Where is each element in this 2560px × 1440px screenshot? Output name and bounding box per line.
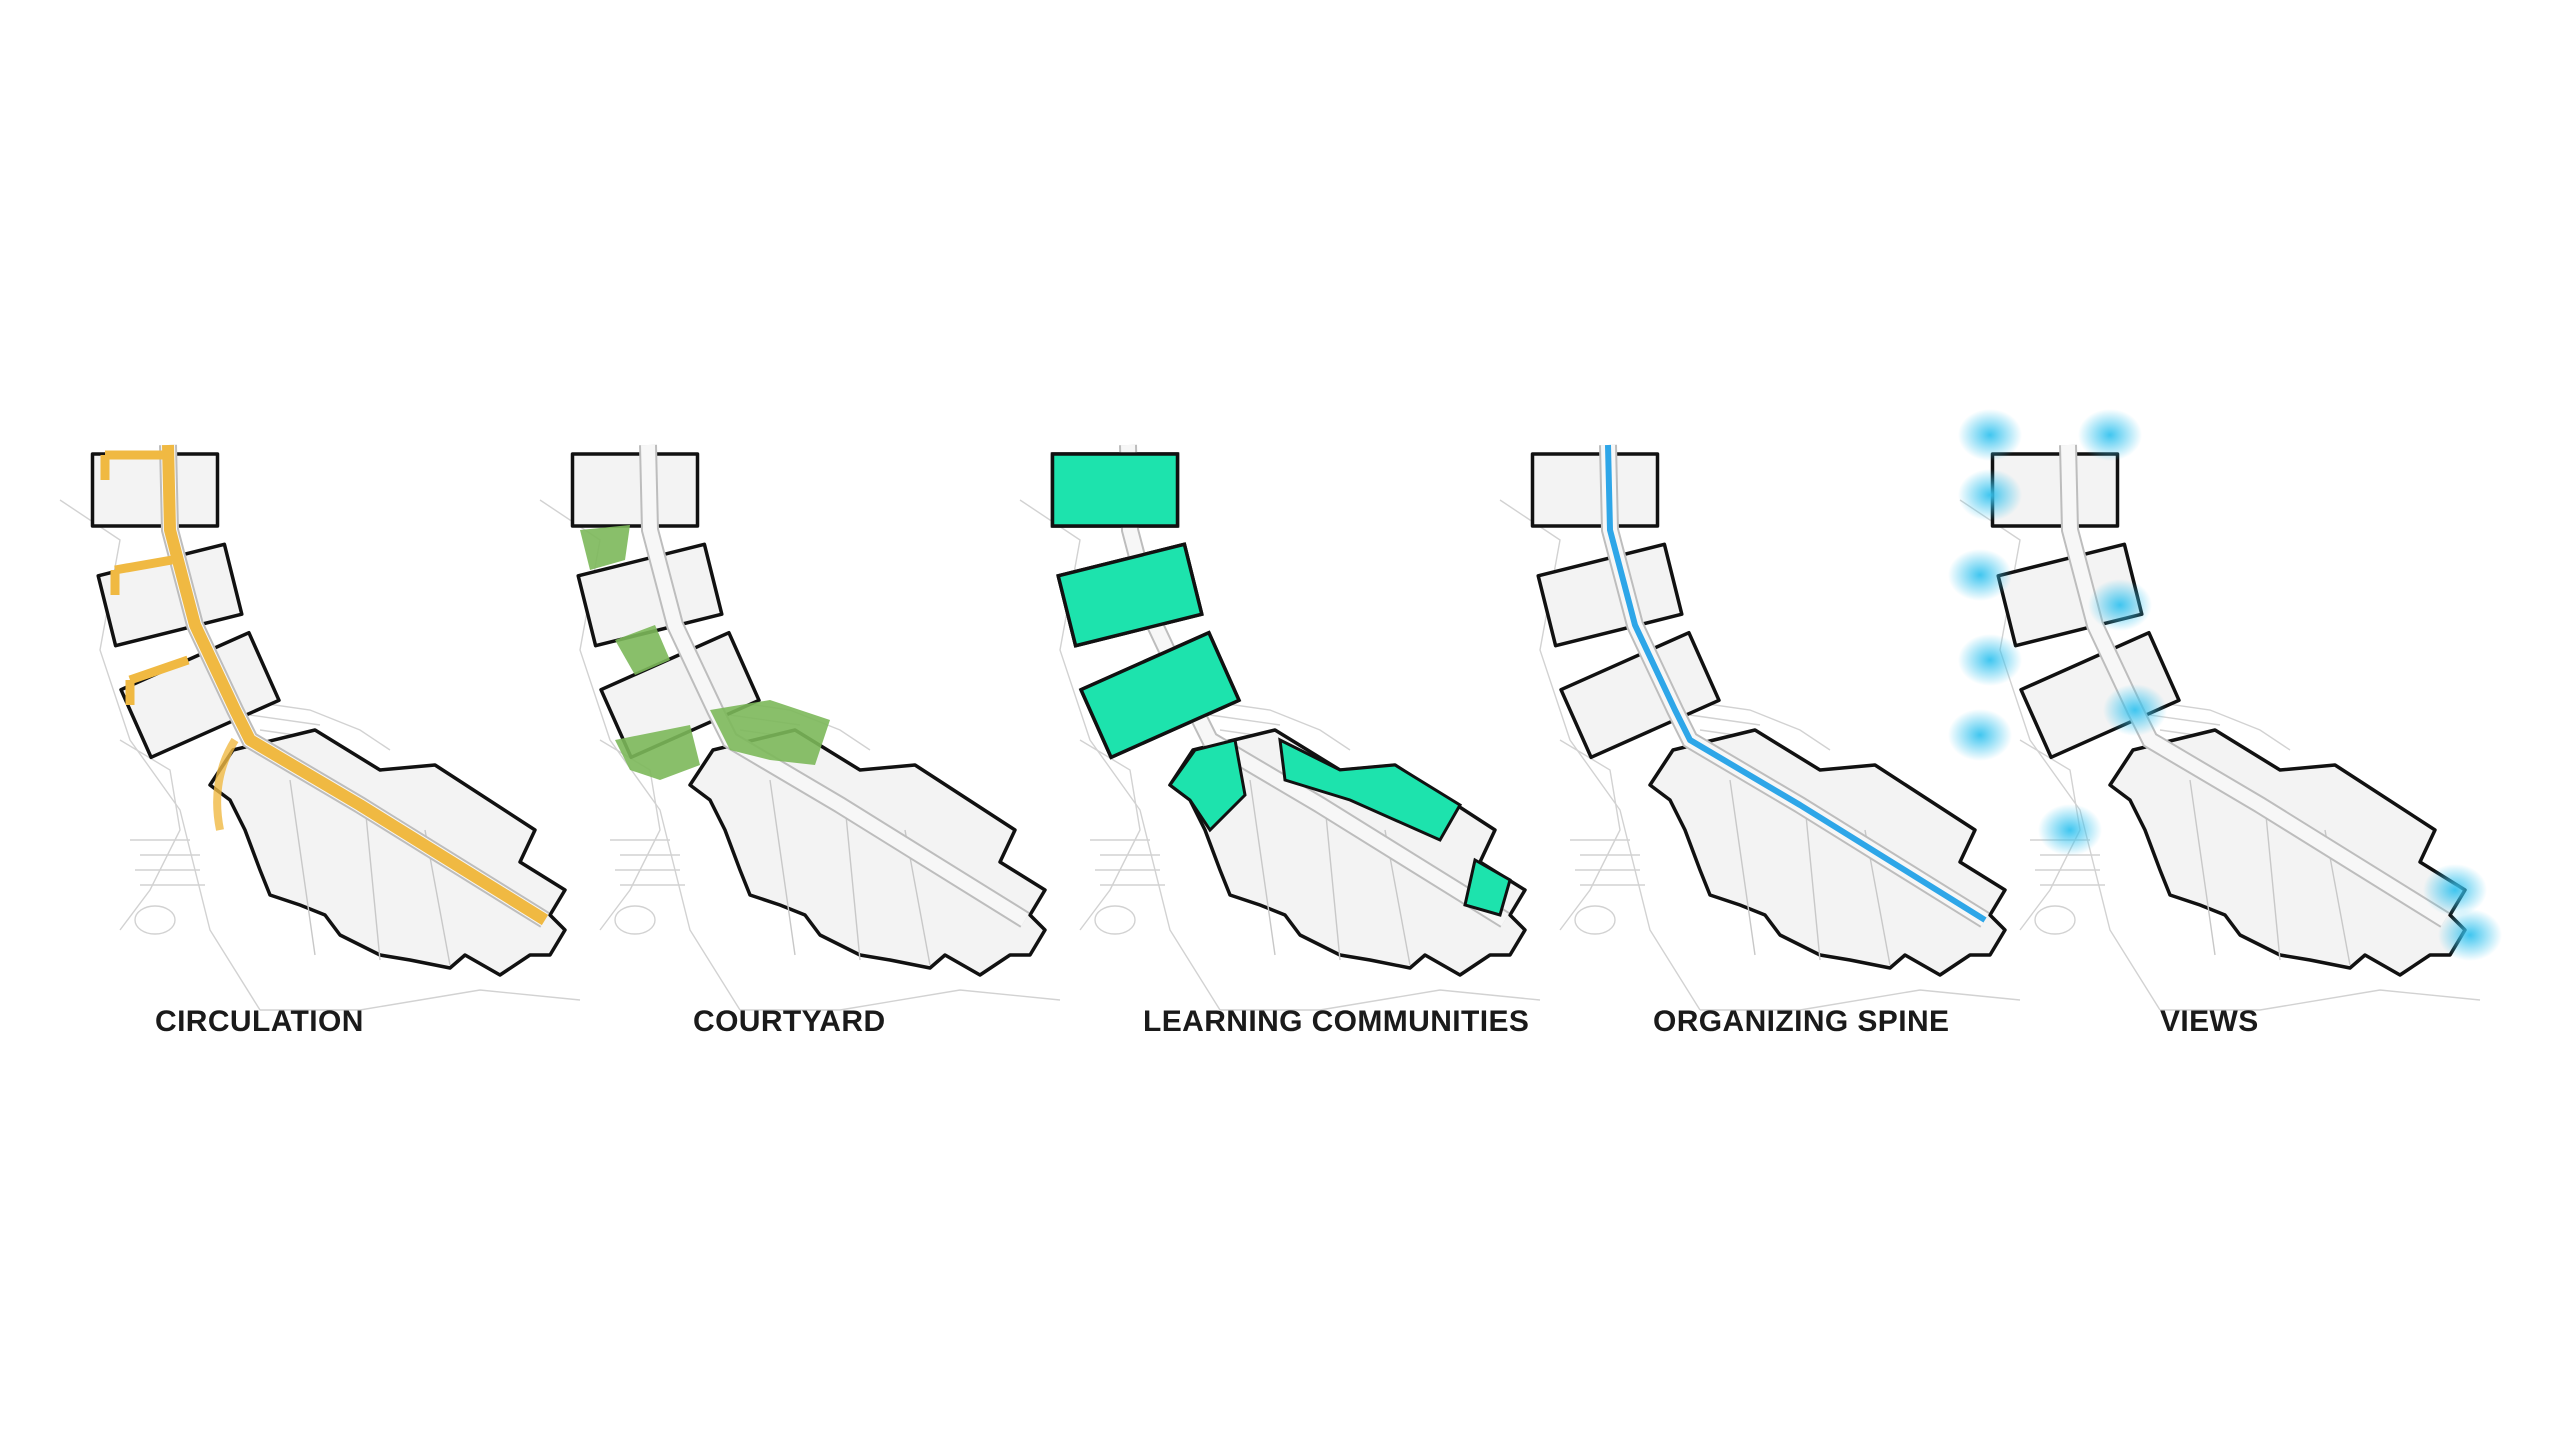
site-context-line bbox=[130, 839, 205, 886]
site-context-line bbox=[610, 839, 685, 886]
site-context-line bbox=[1019, 499, 1221, 1011]
view-glow bbox=[2088, 579, 2152, 631]
view-glow bbox=[2078, 409, 2142, 461]
site-context-line bbox=[1959, 499, 2161, 1011]
view-glow bbox=[1958, 409, 2022, 461]
diagram-circulation bbox=[59, 410, 581, 1011]
circulation-entry bbox=[213, 737, 239, 831]
site-context-line bbox=[740, 989, 1061, 1011]
room-division bbox=[769, 779, 796, 956]
room-division bbox=[2189, 779, 2216, 956]
site-context-line bbox=[59, 499, 261, 1011]
highlight-spine bbox=[1605, 444, 1987, 923]
courtyard-area bbox=[710, 700, 830, 765]
view-glow bbox=[1948, 709, 2012, 761]
plan-base bbox=[1499, 444, 2021, 1011]
site-context-line bbox=[260, 989, 581, 1011]
highlight-courtyard bbox=[580, 525, 830, 780]
main-block bbox=[2108, 728, 2467, 977]
site-context-line bbox=[1220, 989, 1541, 1011]
room-division bbox=[1729, 779, 1756, 956]
site-context-line bbox=[2160, 989, 2481, 1011]
caption-views: VIEWS bbox=[2160, 1005, 2259, 1038]
caption-learning-communities: LEARNING COMMUNITIES bbox=[1143, 1005, 1530, 1038]
site-context-line bbox=[1499, 499, 1701, 1011]
plan-learning-communities bbox=[1019, 444, 1541, 1011]
learning-community bbox=[1056, 542, 1204, 648]
caption-courtyard: COURTYARD bbox=[693, 1005, 886, 1038]
highlight-circulation bbox=[100, 444, 549, 926]
room-division bbox=[1324, 804, 1341, 961]
courtyard-area bbox=[615, 725, 700, 780]
view-glow bbox=[2438, 909, 2502, 961]
learning-community bbox=[1050, 452, 1180, 528]
circulation-branch bbox=[128, 655, 190, 685]
site-context-line bbox=[1079, 739, 1141, 931]
plan-views bbox=[1948, 409, 2502, 1011]
room-division bbox=[844, 804, 861, 961]
site-context-ring bbox=[614, 905, 656, 935]
site-context-line bbox=[2139, 699, 2291, 751]
view-glow bbox=[1958, 469, 2022, 521]
view-glow bbox=[2423, 864, 2487, 916]
room-division bbox=[289, 779, 316, 956]
plan-base bbox=[1959, 444, 2481, 1011]
site-context-line bbox=[119, 739, 181, 931]
site-context-ring bbox=[1574, 905, 1616, 935]
main-block bbox=[208, 728, 567, 977]
site-context-line bbox=[1090, 839, 1165, 886]
diagram-views bbox=[1948, 409, 2502, 1011]
plan-base bbox=[59, 444, 581, 1011]
highlight-views bbox=[1948, 409, 2502, 961]
courtyard-area bbox=[580, 525, 630, 570]
main-block bbox=[1648, 728, 2007, 977]
classroom-wing-1 bbox=[1530, 452, 1660, 528]
learning-community bbox=[1278, 737, 1463, 842]
main-block bbox=[1168, 728, 1527, 977]
view-glow bbox=[2103, 684, 2167, 736]
room-division bbox=[1249, 779, 1276, 956]
classroom-wing-1 bbox=[90, 452, 220, 528]
view-glow bbox=[1958, 634, 2022, 686]
site-context-line bbox=[239, 699, 391, 751]
view-glow bbox=[1948, 549, 2012, 601]
site-context-line bbox=[1679, 699, 1831, 751]
caption-circulation: CIRCULATION bbox=[155, 1005, 364, 1038]
site-context-ring bbox=[2034, 905, 2076, 935]
site-context-line bbox=[1199, 699, 1351, 751]
caption-organizing-spine: ORGANIZING SPINE bbox=[1653, 1005, 1950, 1038]
room-division bbox=[2264, 804, 2281, 961]
main-block bbox=[688, 728, 1047, 977]
learning-community bbox=[1078, 630, 1242, 760]
organizing-spine bbox=[1605, 444, 1987, 923]
diagram-organizing-spine bbox=[1499, 410, 2021, 1011]
classroom-wing-1 bbox=[570, 452, 700, 528]
site-context-ring bbox=[134, 905, 176, 935]
diagram-courtyard bbox=[539, 410, 1061, 1011]
learning-community bbox=[1463, 857, 1512, 917]
circulation-branch bbox=[114, 555, 173, 575]
highlight-learning bbox=[1050, 452, 1512, 917]
room-division bbox=[364, 804, 381, 961]
courtyard-area bbox=[615, 625, 670, 675]
plan-organizing-spine bbox=[1499, 444, 2021, 1011]
site-context-ring bbox=[1094, 905, 1136, 935]
diagram-learning-communities bbox=[1019, 410, 1541, 1011]
view-glow bbox=[2038, 804, 2102, 856]
site-context-line bbox=[1700, 989, 2021, 1011]
plan-circulation bbox=[59, 444, 581, 1011]
room-division bbox=[1804, 804, 1821, 961]
site-context-line bbox=[1570, 839, 1645, 886]
plan-courtyard bbox=[539, 444, 1061, 1011]
circulation-path bbox=[162, 444, 549, 926]
site-context-line bbox=[1559, 739, 1621, 931]
learning-community bbox=[1167, 738, 1247, 833]
